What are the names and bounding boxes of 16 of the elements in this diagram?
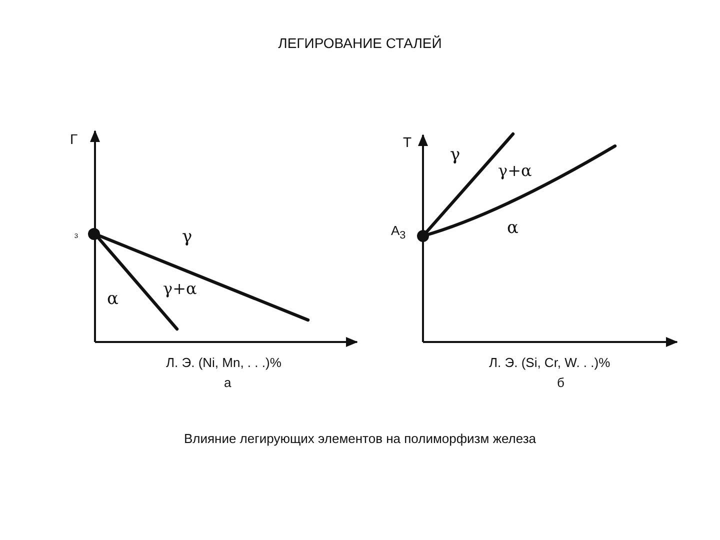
phase-label: γ — [450, 146, 460, 166]
axis-label: Т — [403, 134, 412, 150]
phase-label: γ — [182, 228, 192, 248]
title: ЛЕГИРОВАНИЕ СТАЛЕЙ — [277, 35, 443, 52]
axis-label: Л. Э. (Ni, Mn, . . .)% — [166, 356, 282, 371]
axis-label: Г — [70, 131, 78, 148]
panel-label: б — [557, 376, 564, 391]
phase-label: γ+α — [163, 280, 197, 298]
phase-label: α — [507, 219, 518, 239]
phase-label: α — [107, 290, 118, 310]
phase-label: γ+α — [498, 162, 532, 180]
panel-label: а — [224, 376, 232, 391]
point-label: A$_{3}$ — [391, 224, 406, 242]
caption: Влияние легирующих элементов на полиморфизм железа — [182, 432, 538, 447]
axis-label: Л. Э. (Si, Cr, W. . .)% — [489, 356, 610, 371]
point-label: ₃ — [74, 228, 78, 241]
